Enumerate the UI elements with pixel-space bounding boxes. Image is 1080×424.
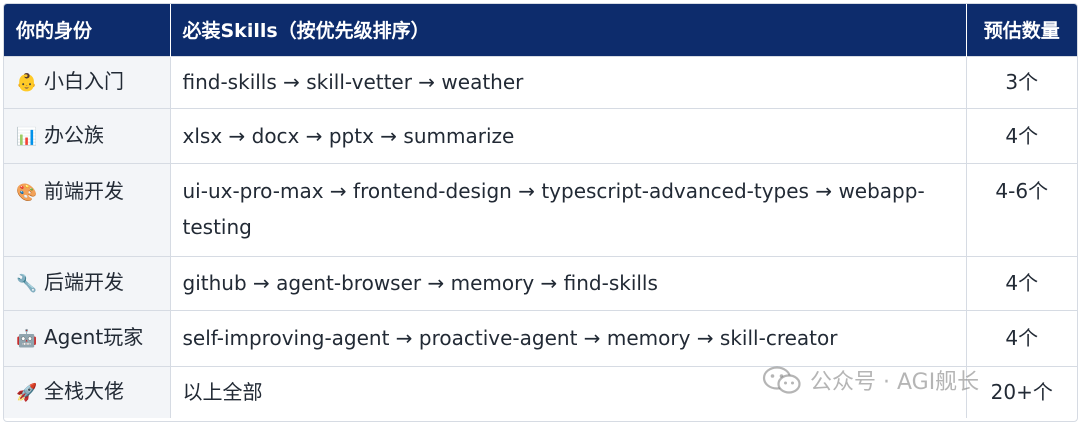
header-skills: 必装Skills（按优先级排序） — [170, 4, 967, 56]
skills-cell: github → agent-browser → memory → find-s… — [170, 255, 967, 310]
role-cell: 🎨 前端开发 — [4, 162, 171, 256]
count-cell: 4个 — [966, 107, 1077, 163]
table-row: 🎨 前端开发 ui-ux-pro-max → frontend-design → … — [4, 162, 1077, 256]
role-label: 小白入门 — [44, 69, 124, 93]
role-cell: 🚀 全栈大佬 — [4, 365, 171, 418]
bar-chart-icon: 📊 — [16, 126, 38, 147]
table-row: 📊 办公族 xlsx → docx → pptx → summarize 4个 — [4, 107, 1077, 163]
table-row: 🔧 后端开发 github → agent-browser → memory → … — [4, 255, 1077, 310]
skills-cell: self-improving-agent → proactive-agent →… — [170, 309, 967, 366]
role-cell: 📊 办公族 — [4, 107, 171, 163]
header-role: 你的身份 — [4, 4, 171, 56]
role-label: 办公族 — [44, 122, 104, 147]
table-row: 🤖 Agent玩家 self-improving-agent → proactiv… — [4, 309, 1077, 366]
count-cell: 4个 — [966, 255, 1077, 310]
wrench-icon: 🔧 — [16, 274, 38, 294]
role-label: Agent玩家 — [44, 325, 144, 349]
count-cell: 4-6个 — [966, 162, 1077, 256]
role-cell: 🤖 Agent玩家 — [4, 309, 171, 366]
count-cell: 3个 — [966, 55, 1077, 108]
table-row: 🚀 全栈大佬 以上全部 20+个 — [4, 365, 1077, 418]
skills-table: 你的身份 必装Skills（按优先级排序） 预估数量 👶 小白入门 find-sk… — [4, 4, 1077, 418]
role-cell: 👶 小白入门 — [4, 55, 171, 108]
header-count: 预估数量 — [966, 4, 1077, 56]
count-cell: 4个 — [966, 309, 1077, 366]
skills-cell: xlsx → docx → pptx → summarize — [170, 107, 967, 163]
role-label: 后端开发 — [44, 270, 124, 294]
count-cell: 20+个 — [966, 365, 1077, 418]
table-header-row: 你的身份 必装Skills（按优先级排序） 预估数量 — [4, 4, 1077, 56]
role-label: 全栈大佬 — [44, 379, 124, 404]
role-cell: 🔧 后端开发 — [4, 255, 171, 310]
role-label: 前端开发 — [44, 178, 124, 203]
palette-icon: 🎨 — [16, 182, 38, 203]
skills-cell: find-skills → skill-vetter → weather — [170, 55, 967, 108]
table-row: 👶 小白入门 find-skills → skill-vetter → weath… — [4, 55, 1077, 108]
skills-cell: 以上全部 — [170, 365, 967, 418]
skills-cell: ui-ux-pro-max → frontend-design → typesc… — [170, 162, 967, 256]
robot-icon: 🤖 — [16, 329, 38, 349]
rocket-icon: 🚀 — [16, 383, 38, 404]
skills-table-container: 你的身份 必装Skills（按优先级排序） 预估数量 👶 小白入门 find-sk… — [3, 3, 1078, 422]
baby-icon: 👶 — [16, 73, 38, 93]
